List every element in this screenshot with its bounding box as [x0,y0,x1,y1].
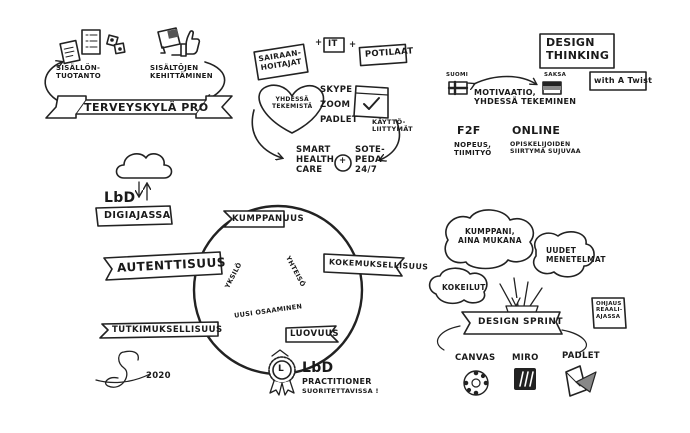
content-production-label: Sisällön-tuotanto [56,64,102,81]
tool-skype: Skype [320,85,353,95]
twist-label: with A Twist [594,76,653,85]
plus-sign-3: + [339,156,347,166]
plus-circle [334,154,352,172]
design-thinking-box [539,33,615,69]
realtime-guidance-tag: Ohjausreaali-ajassa [596,301,623,320]
online-label: Online [512,124,561,137]
design-sprint-banner-shape [461,311,563,335]
loop-arrow-left [44,62,62,103]
tag-box [591,297,627,329]
practitioner-label: Practitioner [302,377,372,386]
tool-zoom: Zoom [320,100,351,110]
motivation-label: Motivaatio,yhdessä tekeminen [474,88,577,107]
banner-kokemuksellisuus [323,253,405,277]
tutkimuksellisuus-label: Tutkimuksellisuus [112,325,223,335]
terveyskyla-banner-shape [45,95,233,119]
cloud-experiments [428,267,488,305]
sote-peda-label: Sote-peda24/7 [355,145,385,175]
kumppanuus-label: Kumppanuus [232,214,305,224]
design-thinking-title: DesignThinking [546,36,610,62]
online-sub: Opiskelijoidensiirtymä sujuvaa [510,141,581,156]
content-development-icon [157,27,201,57]
country-germany: Saksa [544,72,567,78]
medal-icon [268,349,296,396]
digiajassa-banner: Digiajassa [104,210,171,221]
banner-tutkimuksellisuus [99,321,219,339]
ui-label: Käyttö-liittymät [372,118,413,134]
padlet-icon [565,365,597,397]
screen-icon [353,85,389,119]
content-development-label: Sisältöjenkehittäminen [150,64,213,81]
cloud-experiments-label: Kokeilut [442,283,486,292]
design-sprint-banner: Design Sprint [478,317,564,327]
banner-autenttisuus [103,251,223,281]
tool-padlet-sprint: Padlet [562,351,600,361]
digiajassa-banner-shape [95,205,173,227]
lbd-logo: LbD [104,190,136,206]
finland-flag-icon [447,80,469,96]
f2f-sub: Nopeus,tiimityö [454,141,492,158]
medal-letter: L [278,364,285,374]
canvas-icon [463,370,489,396]
luovuus-label: Luovuus [290,329,340,339]
lbd-cycle-ring [192,204,364,376]
tool-canvas: Canvas [455,353,496,363]
banner-luovuus [285,325,339,343]
box-nurses [253,43,309,81]
swoosh-right [561,329,587,353]
plus-sign-2: + [349,40,357,50]
terveyskyla-banner: Terveyskylä Pro [84,101,209,114]
cloud-partner-label: Kumppani,aina mukana [458,227,522,245]
box-patients [358,43,408,67]
cloud-partner [444,209,535,270]
heart-shape [258,84,325,134]
smart-health-care-label: Smarthealthcare [296,145,335,175]
tool-miro: Miro [512,353,539,363]
tool-padlet: Padlet [320,115,358,125]
signature-year: 2020 [146,371,171,381]
cloud-icon [115,153,173,179]
content-production-icon [59,29,126,65]
cloud-methods-label: Uudetmenetelmat [546,246,606,264]
cloud-methods [532,231,595,278]
cycle-arrow-right [380,119,401,160]
practitioner-sub: suoritettavissa ! [302,387,379,395]
banner-kumppanuus [223,210,285,228]
double-arrow [474,75,536,85]
box-it [323,37,345,53]
miro-icon [514,368,536,390]
swoosh-left [437,325,461,351]
country-finland: Suomi [446,72,469,78]
heart-label: Yhdessätekemistä [272,96,313,110]
germany-flag-icon [542,81,562,95]
lbd-practitioner-logo: LbD [302,360,334,376]
it-label: IT [328,39,338,49]
f2f-label: F2F [457,124,481,137]
plus-sign-1: + [315,38,323,48]
twist-box [589,71,647,91]
cycle-arrow-left [251,109,282,158]
